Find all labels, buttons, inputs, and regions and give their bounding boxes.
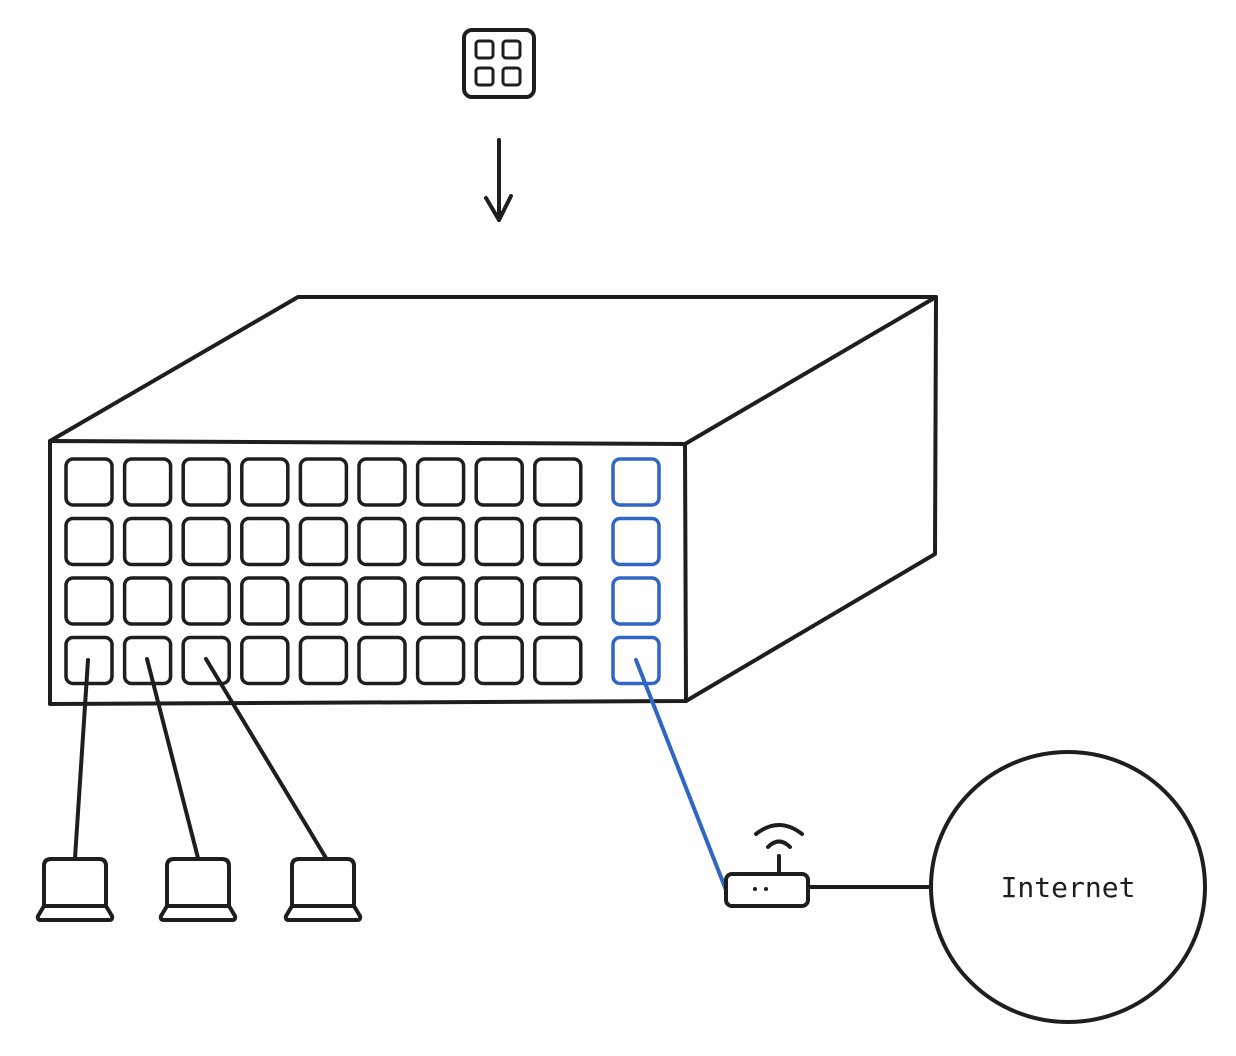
switch-port: [474, 576, 524, 626]
switch-port: [181, 457, 231, 507]
switch-uplink-port: [611, 635, 661, 686]
laptop-base: [35, 904, 115, 922]
switch-port: [474, 457, 524, 507]
laptop-icon: [35, 857, 115, 922]
switch-port: [533, 457, 583, 507]
switch-port-grid: [64, 457, 583, 686]
switch-port: [415, 635, 466, 686]
switch-port: [415, 516, 466, 567]
switch-port: [533, 576, 583, 626]
client-cable: [73, 658, 90, 860]
network-switch: [48, 295, 938, 706]
uplink-cable: [634, 658, 728, 892]
switch-port: [64, 516, 114, 567]
switch-port: [181, 576, 231, 626]
switch-front-face: [48, 439, 688, 706]
switch-port: [533, 635, 583, 686]
switch-port: [415, 457, 466, 507]
switch-port: [64, 457, 114, 507]
client-cables: [73, 657, 328, 860]
laptop-base: [283, 904, 363, 922]
switch-uplink-port: [611, 576, 661, 626]
laptop-base: [158, 904, 238, 922]
laptop-icon: [283, 857, 363, 922]
internet-label: Internet: [1001, 871, 1136, 904]
switch-port: [357, 457, 407, 507]
switch-port: [357, 516, 407, 567]
client-cable: [145, 657, 200, 860]
switch-uplink-port: [611, 457, 661, 507]
arrow-down-icon: [484, 138, 513, 222]
laptop-screen: [42, 857, 108, 906]
switch-port: [122, 457, 173, 507]
switch-port: [122, 576, 173, 626]
client-cable: [204, 657, 328, 860]
switch-uplink-port: [611, 516, 661, 567]
client-laptops: [35, 857, 363, 922]
switch-port: [181, 635, 231, 686]
switch-top-face: [48, 295, 938, 446]
switch-port: [533, 516, 583, 567]
internet-circle: [929, 750, 1207, 1024]
switch-port: [298, 457, 349, 507]
switch-port: [64, 576, 114, 626]
switch-port: [240, 516, 290, 567]
switch-port: [298, 576, 349, 626]
switch-port: [122, 635, 173, 686]
switch-port: [240, 576, 290, 626]
switch-uplink-ports: [611, 457, 661, 686]
switch-port: [122, 516, 173, 567]
laptop-icon: [158, 857, 238, 922]
switch-side-face: [684, 295, 938, 703]
switch-port: [64, 635, 114, 686]
switch-port: [298, 635, 349, 686]
switch-port: [298, 516, 349, 567]
internet-node: Internet: [929, 750, 1207, 1024]
switch-port: [240, 635, 290, 686]
switch-port: [181, 516, 231, 567]
switch-port: [240, 457, 290, 507]
laptop-screen: [290, 857, 356, 906]
app-grid-icon: [462, 28, 536, 99]
wifi-router-icon: [724, 823, 810, 908]
switch-port: [474, 516, 524, 567]
switch-port: [415, 576, 466, 626]
switch-port: [357, 576, 407, 626]
switch-port: [357, 635, 407, 686]
laptop-screen: [165, 857, 231, 906]
switch-port: [474, 635, 524, 686]
